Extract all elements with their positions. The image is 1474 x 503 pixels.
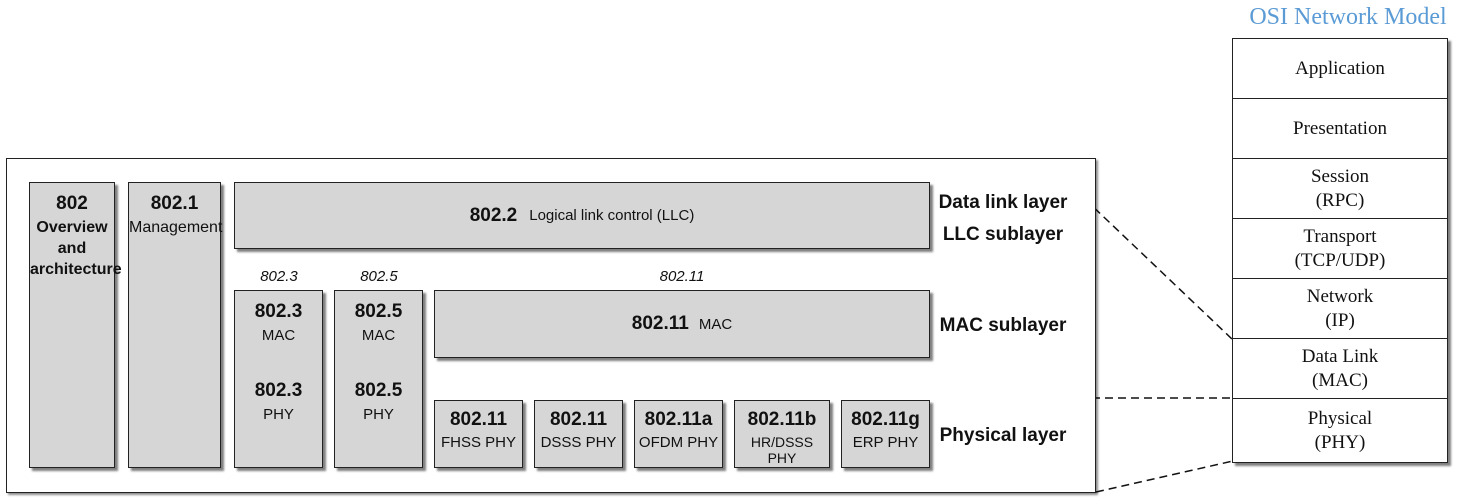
overview-line-3: architecture (30, 261, 122, 278)
phy-number: 802.11g (851, 409, 920, 430)
box-802-3-mac-phy: 802.3 MAC 802.3 PHY (234, 290, 323, 468)
mac11-label: MAC (698, 315, 733, 333)
osi-layer-data-link: Data Link (MAC) (1233, 339, 1447, 399)
box-802-2-llc: 802.2 Logical link control (LLC) (234, 182, 930, 249)
overview-line-2: and (57, 240, 87, 257)
mac5-number: 802.5 (354, 301, 403, 322)
box-802-1-management: 802.1 Management (128, 182, 223, 468)
osi-layer-name: Application (1295, 57, 1385, 79)
label-data-link-layer: Data link layer (938, 192, 1068, 213)
phy-number: 802.11 (549, 409, 608, 430)
osi-layer-sub: (RPC) (1315, 189, 1365, 211)
phy-number: 802.11 (449, 409, 508, 430)
label-llc-sublayer: LLC sublayer (942, 224, 1064, 245)
osi-layer-sub: (IP) (1325, 309, 1355, 331)
osi-stack: Application Presentation Session (RPC) T… (1232, 38, 1448, 463)
mac3-label: MAC (261, 327, 296, 344)
osi-layer-presentation: Presentation (1233, 99, 1447, 159)
phy-label: ERP PHY (852, 434, 919, 451)
osi-layer-physical: Physical (PHY) (1233, 399, 1447, 463)
header-802-5: 802.5 (360, 268, 398, 285)
llc-label: Logical link control (LLC) (529, 207, 695, 224)
overview-number: 802 (56, 193, 88, 214)
phy-number: 802.11b (747, 409, 817, 430)
osi-layer-transport: Transport (TCP/UDP) (1233, 219, 1447, 279)
phy5-label: PHY (363, 406, 394, 423)
box-phy-fhss: 802.11 FHSS PHY (434, 400, 523, 468)
phy3-label: PHY (263, 406, 294, 423)
osi-layer-name: Physical (1307, 408, 1373, 429)
osi-layer-name: Transport (1303, 225, 1377, 247)
osi-layer-session: Session (RPC) (1233, 159, 1447, 219)
box-802-overview: 802 Overview and architecture (29, 182, 122, 468)
phy-number: 802.11a (644, 409, 713, 430)
mac11-number: 802.11 (631, 313, 689, 334)
phy3-number: 802.3 (254, 380, 303, 401)
phy-label: OFDM PHY (638, 434, 719, 451)
phy-label: HR/DSSS PHY (750, 434, 814, 466)
osi-layer-name: Network (1306, 285, 1374, 307)
osi-layer-application: Application (1233, 39, 1447, 99)
box-phy-ofdm: 802.11a OFDM PHY (634, 400, 723, 468)
osi-layer-name: Session (1310, 165, 1370, 187)
header-802-11: 802.11 (659, 268, 705, 285)
osi-layer-sub: (PHY) (1314, 432, 1366, 453)
mac5-label: MAC (361, 327, 396, 344)
osi-layer-name: Presentation (1293, 117, 1387, 139)
box-802-5-mac-phy: 802.5 MAC 802.5 PHY (334, 290, 423, 468)
phy5-number: 802.5 (354, 380, 403, 401)
overview-line-1: Overview (36, 219, 108, 236)
box-phy-hrdsss: 802.11b HR/DSSS PHY (734, 400, 830, 468)
llc-number: 802.2 (469, 204, 518, 226)
osi-layer-network: Network (IP) (1233, 279, 1447, 339)
box-phy-erp: 802.11g ERP PHY (841, 400, 930, 468)
management-number: 802.1 (150, 193, 199, 214)
osi-layer-sub: (MAC) (1312, 369, 1368, 391)
label-physical-layer: Physical layer (939, 425, 1067, 446)
osi-layer-name: Data Link (1301, 345, 1379, 367)
box-802-11-mac: 802.11 MAC (434, 290, 930, 358)
management-label: Management (129, 219, 223, 236)
header-802-3: 802.3 (260, 268, 298, 285)
mac3-number: 802.3 (254, 301, 303, 322)
osi-title: OSI Network Model (1249, 4, 1447, 30)
bottom-dashed-connector (1095, 460, 1234, 493)
label-mac-sublayer: MAC sublayer (939, 315, 1067, 336)
box-phy-dsss: 802.11 DSSS PHY (534, 400, 623, 468)
phy-label: DSSS PHY (540, 434, 617, 451)
phy-label: FHSS PHY (440, 434, 516, 451)
osi-layer-sub: (TCP/UDP) (1294, 249, 1386, 271)
